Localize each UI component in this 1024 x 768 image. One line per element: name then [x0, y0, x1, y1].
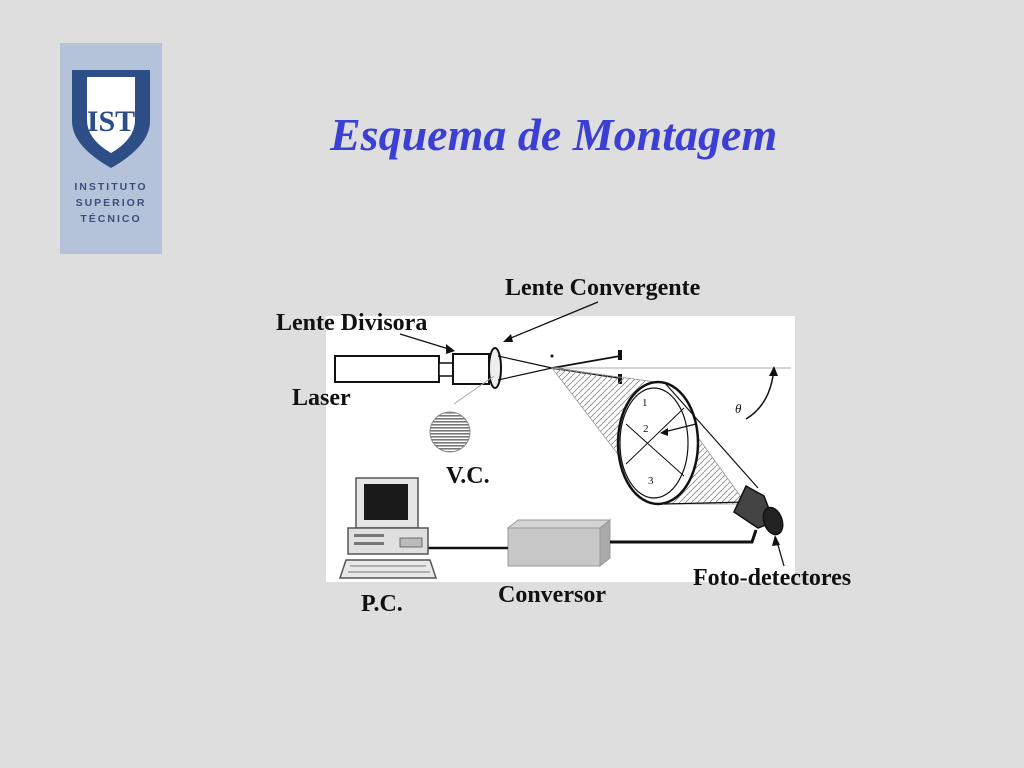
zone-3-label: 3: [648, 475, 654, 487]
logo-line-2: SUPERIOR: [75, 197, 147, 209]
label-vc: V.C.: [446, 463, 490, 489]
beam-splitter: [452, 353, 490, 385]
logo-line-1: INSTITUTO: [74, 181, 148, 193]
converging-lens: [488, 347, 502, 389]
laser-body: [334, 355, 440, 383]
page-title: Esquema de Montagem: [330, 109, 778, 160]
zone-1-label: 1: [642, 397, 648, 409]
label-conversor: Conversor: [498, 582, 606, 608]
pc-icon: [338, 477, 438, 579]
ist-logo: IST INSTITUTO SUPERIOR TÉCNICO: [60, 43, 162, 254]
label-pc: P.C.: [361, 591, 403, 617]
detector-disc: [616, 380, 700, 506]
vc-screen: [429, 411, 471, 453]
label-laser: Laser: [292, 385, 351, 411]
photodetector-icon: [733, 484, 784, 536]
label-lente-divisora: Lente Divisora: [276, 310, 428, 336]
label-foto-detectores: Foto-detectores: [693, 565, 852, 591]
logo-line-3: TÉCNICO: [80, 213, 142, 225]
ist-shield-icon: IST: [72, 70, 150, 168]
zone-2-label: 2: [643, 423, 649, 435]
converter-box: [506, 518, 612, 568]
logo-monogram: IST: [87, 105, 135, 138]
setup-diagram: 1 2 3 θ: [326, 316, 795, 582]
angle-theta-label: θ: [735, 401, 742, 416]
label-lente-convergente: Lente Convergente: [505, 275, 701, 301]
